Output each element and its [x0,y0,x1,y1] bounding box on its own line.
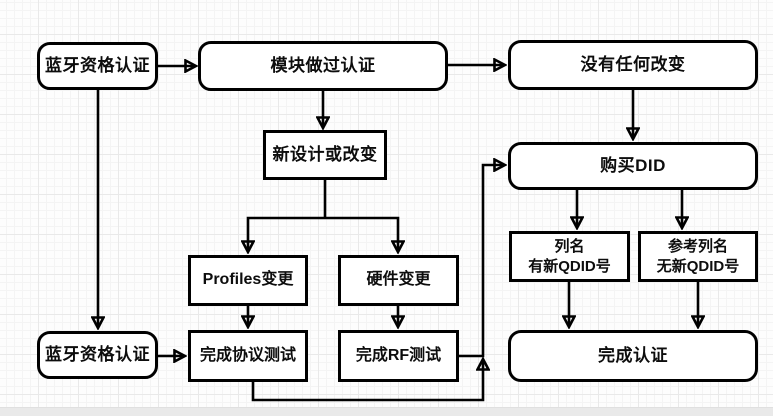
node-complete-protocol-test: 完成协议测试 [188,330,308,382]
canvas-bottom-edge [0,407,773,416]
node-profiles-change: Profiles变更 [188,255,308,306]
edge-rf-to-buydid [459,165,504,358]
node-label: 模块做过认证 [270,56,376,76]
node-label: 完成RF测试 [355,346,442,364]
node-label-line2: 无新QDID号 [656,257,740,275]
node-buy-did: 购买DID [508,142,758,190]
node-label: 购买DID [600,156,666,176]
node-bluetooth-cert-bottom: 蓝牙资格认证 [37,331,158,379]
node-hardware-change: 硬件变更 [338,255,459,306]
edge-protocol-loop-up [251,360,483,402]
node-label: 完成认证 [598,346,668,366]
edge-newdesign-to-profiles [248,216,325,251]
edge-newdesign-to-hardware [325,216,398,251]
node-ref-listing-no-qdid: 参考列名 无新QDID号 [638,231,758,282]
node-label: 新设计或改变 [272,145,378,165]
node-label: 完成协议测试 [199,346,296,364]
node-label: Profiles变更 [202,271,294,289]
node-label: 蓝牙资格认证 [45,345,150,365]
node-listing-new-qdid: 列名 有新QDID号 [509,231,630,282]
node-label: 硬件变更 [366,271,431,289]
node-complete-certification: 完成认证 [508,330,758,382]
node-label: 蓝牙资格认证 [45,56,150,76]
node-new-design-or-change: 新设计或改变 [263,130,387,180]
node-label-line1: 参考列名 [667,237,728,255]
node-module-certified: 模块做过认证 [198,41,448,91]
node-complete-rf-test: 完成RF测试 [338,330,459,382]
node-no-change: 没有任何改变 [508,40,758,90]
node-label-line2: 有新QDID号 [528,257,611,275]
node-bluetooth-cert-top: 蓝牙资格认证 [37,42,158,90]
node-label: 没有任何改变 [580,55,686,75]
node-label-line1: 列名 [554,237,585,255]
